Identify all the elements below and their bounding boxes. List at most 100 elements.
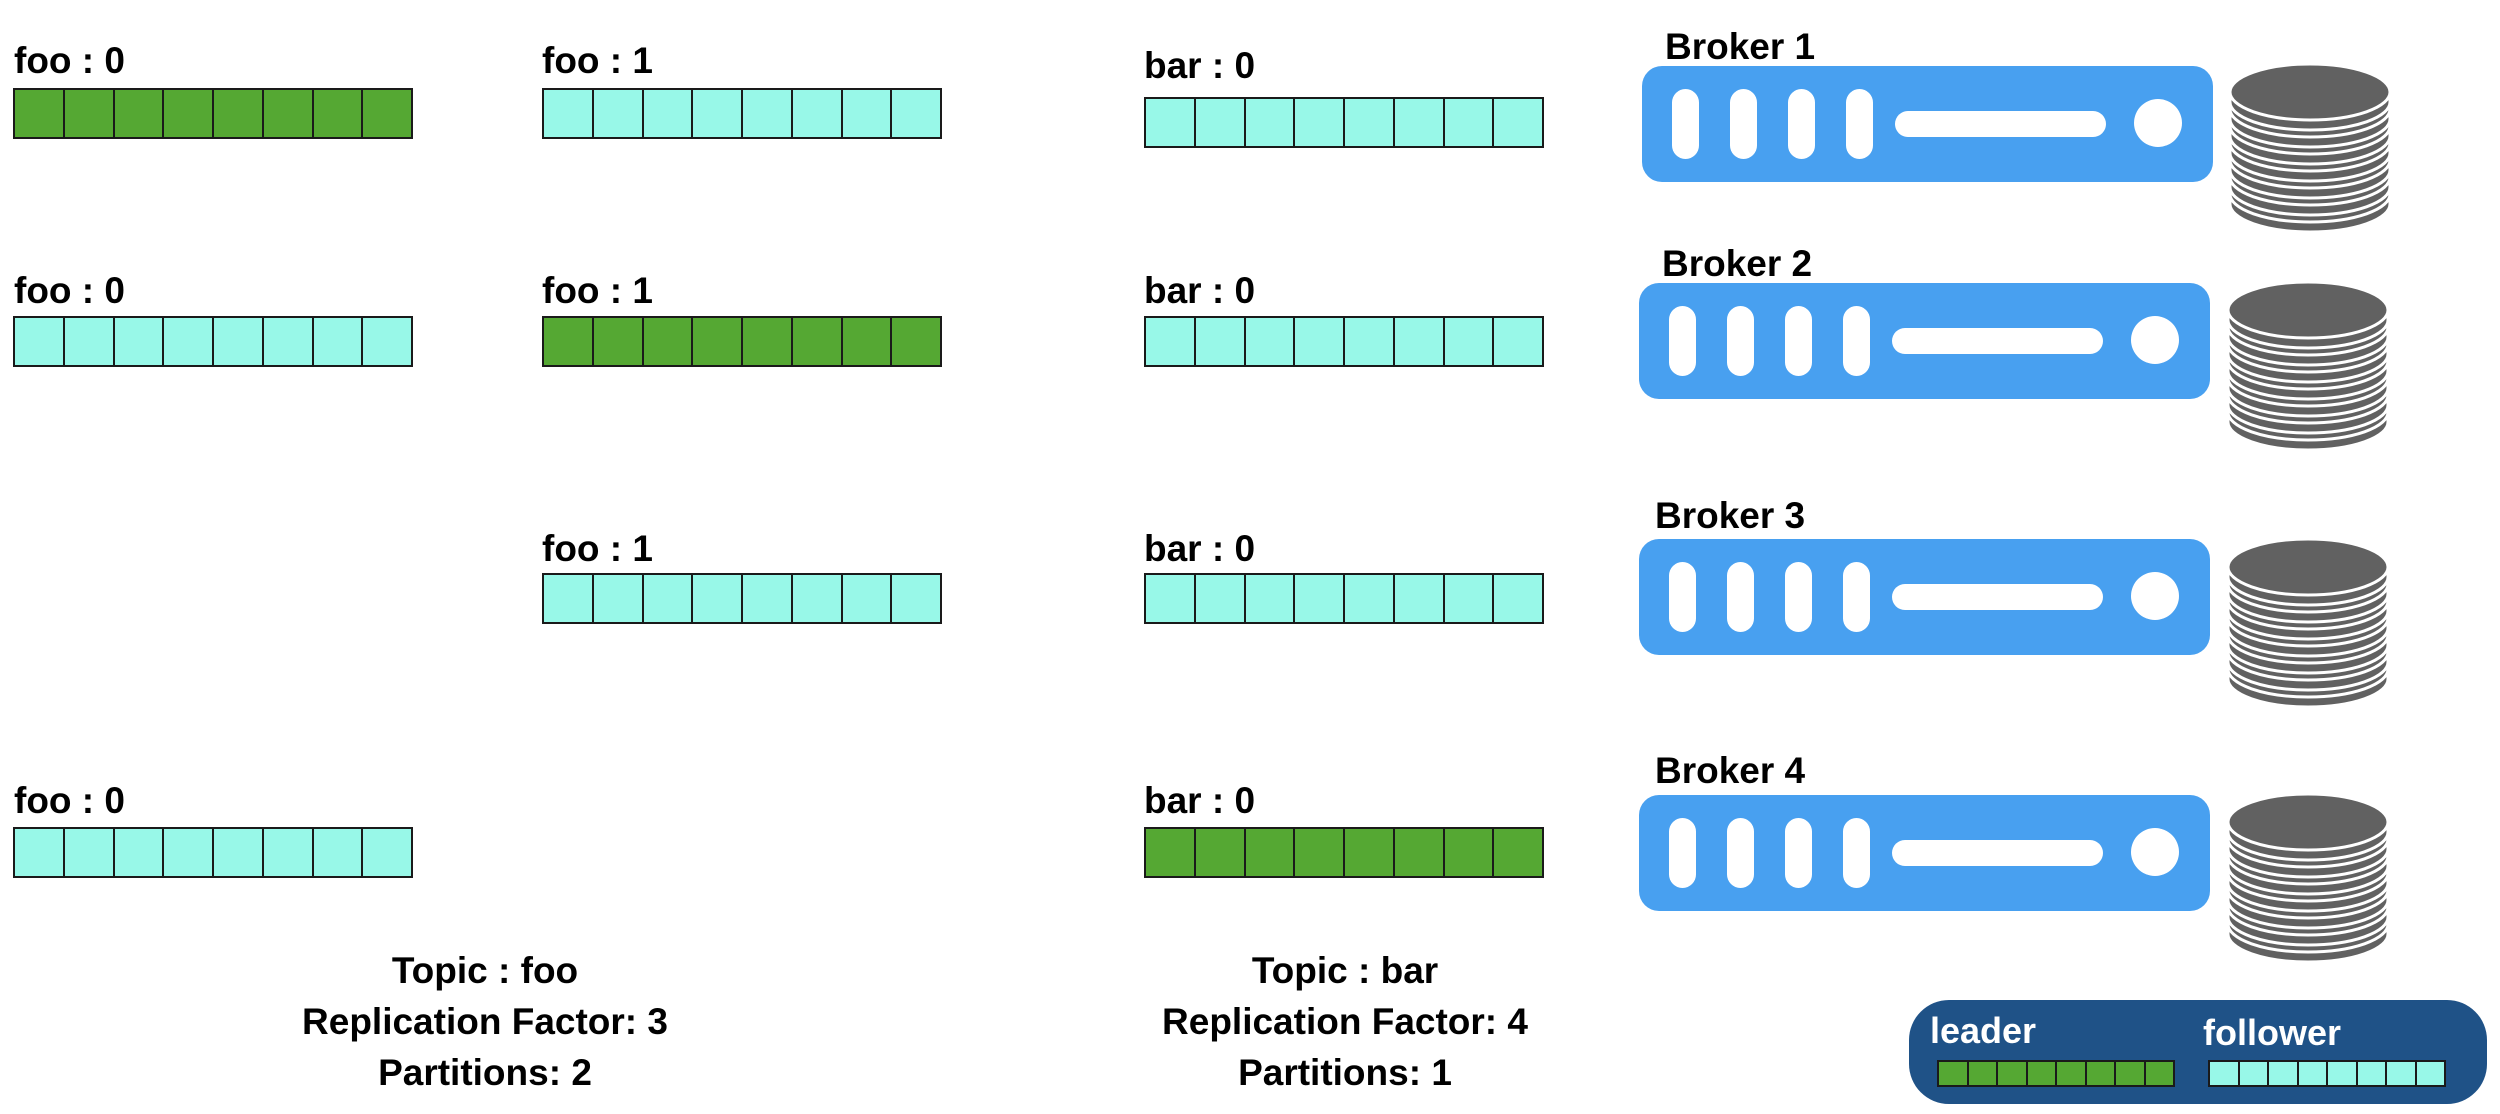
- log-segment: [1146, 829, 1196, 876]
- log-segment: [313, 829, 364, 876]
- broker-2-title: Broker 2: [1662, 243, 1813, 284]
- log-segment: [593, 90, 644, 137]
- disk-storage-icon: [2226, 280, 2390, 452]
- log-segment: [643, 318, 694, 365]
- log-segment: [2298, 1062, 2328, 1085]
- log-segment: [64, 829, 115, 876]
- topic-bar-replication: Replication Factor: 4: [1162, 1001, 1528, 1042]
- log-segment: [643, 90, 694, 137]
- log-segment: [1394, 99, 1445, 146]
- log-segment: [164, 829, 214, 876]
- topic-foo-partitions: Partitions: 2: [378, 1052, 592, 1093]
- partition-log-foo0-broker2: [13, 316, 413, 367]
- legend-follower-label: follower: [2203, 1012, 2342, 1053]
- log-segment: [2328, 1062, 2358, 1085]
- log-segment: [1394, 318, 1445, 365]
- log-segment: [164, 90, 214, 137]
- server-icon: [1639, 283, 2210, 399]
- log-segment: [743, 318, 793, 365]
- log-segment: [1295, 318, 1345, 365]
- log-segment: [64, 318, 115, 365]
- log-segment: [1494, 829, 1542, 876]
- partition-label-foo1-broker1: foo : 1: [542, 40, 653, 81]
- log-segment: [114, 90, 165, 137]
- legend-leader-swatch: [1937, 1060, 2175, 1087]
- log-segment: [1968, 1062, 1998, 1085]
- topic-foo-replication: Replication Factor: 3: [302, 1001, 668, 1042]
- log-segment: [1195, 575, 1246, 622]
- log-segment: [842, 575, 893, 622]
- legend-follower-swatch: [2208, 1060, 2446, 1087]
- log-segment: [2210, 1062, 2240, 1085]
- log-segment: [1998, 1062, 2028, 1085]
- log-segment: [1394, 575, 1445, 622]
- log-segment: [1195, 829, 1246, 876]
- disk-storage-icon: [2226, 792, 2390, 964]
- log-segment: [1295, 829, 1345, 876]
- partition-log-bar0-broker1: [1144, 97, 1544, 148]
- legend-leader-label: leader: [1930, 1010, 2037, 1051]
- topic-foo-title: Topic : foo: [391, 950, 579, 991]
- partition-label-foo1-broker3: foo : 1: [542, 528, 653, 569]
- log-segment: [214, 318, 264, 365]
- partition-label-foo0-broker1: foo : 0: [14, 40, 125, 81]
- log-segment: [15, 90, 65, 137]
- broker-3-title: Broker 3: [1655, 495, 1806, 536]
- disk-storage-icon: [2226, 537, 2390, 709]
- log-segment: [892, 90, 940, 137]
- log-segment: [1444, 99, 1495, 146]
- log-segment: [593, 318, 644, 365]
- log-segment: [214, 90, 264, 137]
- partition-label-foo0-broker2: foo : 0: [14, 270, 125, 311]
- log-segment: [792, 318, 843, 365]
- log-segment: [1146, 99, 1196, 146]
- log-segment: [1195, 318, 1246, 365]
- partition-log-foo1-broker2: [542, 316, 942, 367]
- log-segment: [2086, 1062, 2116, 1085]
- log-segment: [64, 90, 115, 137]
- log-segment: [15, 829, 65, 876]
- log-segment: [1146, 318, 1196, 365]
- log-segment: [1444, 829, 1495, 876]
- broker-1-title: Broker 1: [1665, 26, 1816, 67]
- server-icon: [1642, 66, 2213, 182]
- log-segment: [1444, 318, 1495, 365]
- log-segment: [263, 90, 314, 137]
- log-segment: [263, 318, 314, 365]
- topic-bar-title: Topic : bar: [1251, 950, 1439, 991]
- log-segment: [544, 318, 594, 365]
- log-segment: [1245, 829, 1296, 876]
- log-segment: [1345, 99, 1395, 146]
- log-segment: [214, 829, 264, 876]
- log-segment: [1245, 575, 1296, 622]
- log-segment: [1939, 1062, 1969, 1085]
- log-segment: [2145, 1062, 2173, 1085]
- log-segment: [892, 318, 940, 365]
- log-segment: [842, 90, 893, 137]
- log-segment: [15, 318, 65, 365]
- log-segment: [1394, 829, 1445, 876]
- log-segment: [2116, 1062, 2146, 1085]
- log-segment: [1345, 829, 1395, 876]
- log-segment: [593, 575, 644, 622]
- log-segment: [2416, 1062, 2444, 1085]
- partition-log-bar0-broker2: [1144, 316, 1544, 367]
- log-segment: [643, 575, 694, 622]
- partition-label-bar0-broker2: bar : 0: [1144, 270, 1256, 311]
- log-segment: [693, 575, 743, 622]
- log-segment: [2387, 1062, 2417, 1085]
- topic-foo-info: Topic : foo Replication Factor: 3 Partit…: [245, 945, 725, 1098]
- disk-storage-icon: [2228, 62, 2392, 234]
- log-segment: [363, 829, 411, 876]
- log-segment: [164, 318, 214, 365]
- partition-log-foo1-broker3: [542, 573, 942, 624]
- log-segment: [114, 829, 165, 876]
- log-segment: [1245, 99, 1296, 146]
- log-segment: [892, 575, 940, 622]
- partition-log-foo0-broker1: [13, 88, 413, 139]
- partition-log-foo1-broker1: [542, 88, 942, 139]
- server-icon: [1639, 795, 2210, 911]
- log-segment: [2027, 1062, 2057, 1085]
- broker-4-title: Broker 4: [1655, 750, 1806, 791]
- log-segment: [743, 575, 793, 622]
